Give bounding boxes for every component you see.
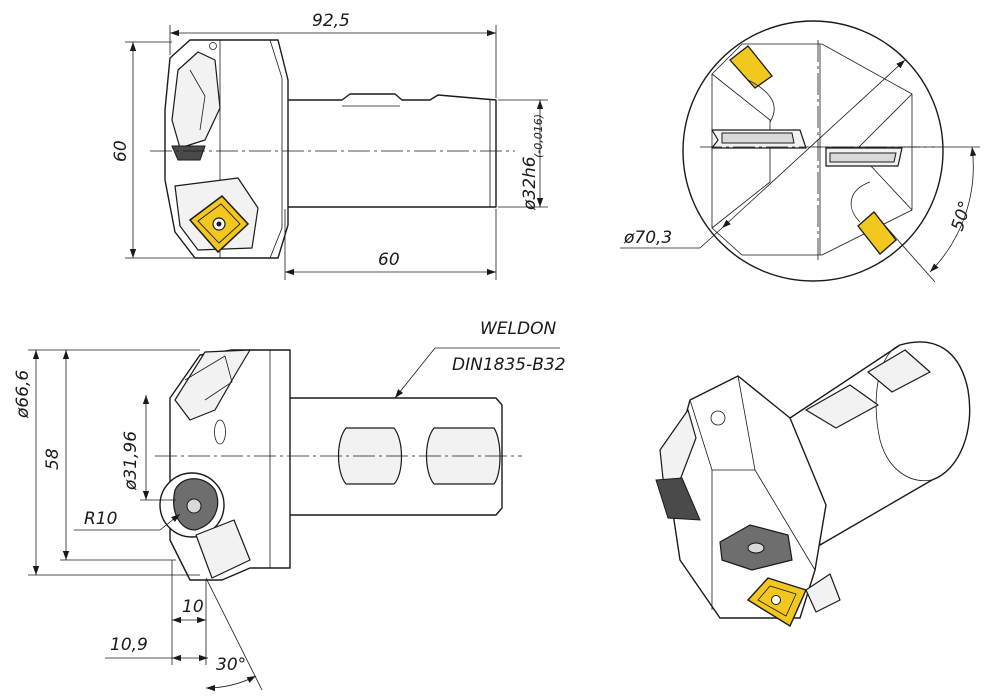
end-circle	[682, 20, 944, 282]
dim-height-58: 58	[43, 448, 63, 470]
weldon-label: WELDON	[480, 319, 556, 339]
dim-offset-10-9: 10,9	[110, 635, 148, 655]
dim-overall-length: 92,5	[312, 11, 350, 31]
side-view: 92,5 60 60 ø32h6 (-0,016)	[111, 11, 548, 280]
dim-angle-30: 30°	[216, 655, 246, 675]
top-view: ø66,6 58 ø31,96 R10 10 10,9 30° WELDON D…	[13, 319, 566, 692]
dim-circle-diameter: ø70,3	[623, 228, 672, 248]
dim-angle-50: 50°	[948, 199, 976, 234]
small-insert	[171, 145, 206, 161]
end-view: ø70,3 50°	[620, 20, 980, 283]
dim-body-height: 60	[111, 140, 131, 162]
dim-radius: R10	[84, 509, 117, 529]
dim-inner-diameter: ø31,96	[121, 431, 141, 491]
dim-shank-diameter: ø32h6	[520, 156, 540, 211]
isometric-view	[655, 341, 971, 628]
dim-offset-10: 10	[182, 597, 204, 617]
dim-shank-tolerance: (-0,016)	[532, 114, 545, 158]
iso-shank	[789, 341, 971, 546]
dim-shank-length: 60	[378, 250, 400, 270]
shank	[284, 93, 497, 208]
weldon-standard: DIN1835-B32	[452, 355, 566, 375]
dim-outer-diameter: ø66,6	[13, 370, 33, 419]
iso-yellow-insert	[746, 577, 807, 628]
yellow-insert	[188, 194, 250, 254]
